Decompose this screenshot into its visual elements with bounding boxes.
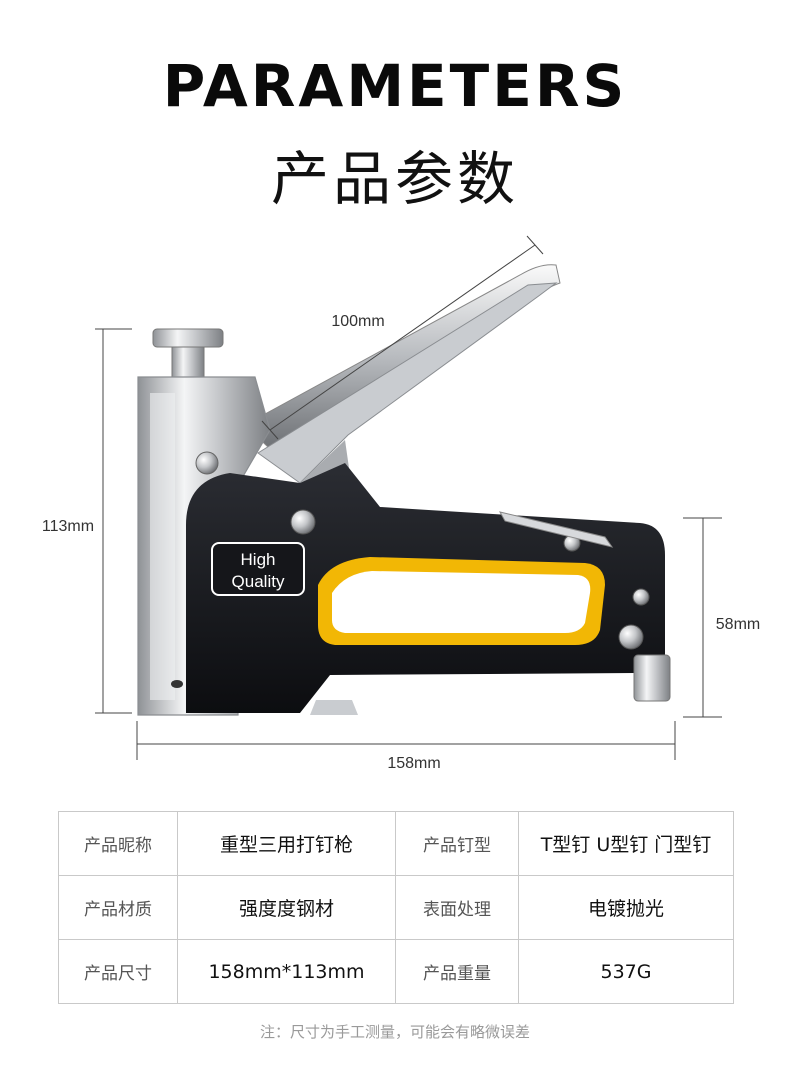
spec-value: T型钉 U型钉 门型钉 — [518, 811, 734, 876]
title-english: PARAMETERS — [162, 52, 628, 120]
staple-gun-figure: High Quality 100mm 113mm 58mm 158mm — [42, 235, 760, 772]
spec-label: 产品昵称 — [58, 811, 178, 876]
spec-value: 158mm*113mm — [177, 939, 396, 1004]
dim-label-rear-height: 58mm — [716, 616, 760, 633]
dim-label-height: 113mm — [42, 518, 94, 535]
measurement-note: 注：尺寸为手工测量，可能会有略微误差 — [259, 1023, 530, 1041]
black-body — [186, 463, 671, 715]
spec-label: 产品材质 — [58, 875, 178, 940]
badge-line-2: Quality — [232, 572, 285, 591]
dimension-lines — [95, 235, 722, 760]
spec-label: 产品钉型 — [395, 811, 519, 876]
spec-label: 表面处理 — [395, 875, 519, 940]
dim-label-handle: 100mm — [331, 313, 384, 330]
spec-value: 强度度钢材 — [177, 875, 396, 940]
spec-value: 重型三用打钉枪 — [177, 811, 396, 876]
table-row: 产品昵称 重型三用打钉枪 产品钉型 T型钉 U型钉 门型钉 — [58, 811, 734, 876]
handle-lever — [244, 264, 561, 515]
title-chinese: 产品参数 — [270, 145, 519, 213]
adjustment-knob — [152, 328, 224, 382]
table-row: 产品尺寸 158mm*113mm 产品重量 537G — [58, 939, 734, 1004]
spec-value: 537G — [518, 939, 734, 1004]
spec-label: 产品重量 — [395, 939, 519, 1004]
spec-value: 电镀抛光 — [518, 875, 734, 940]
spec-table: 产品昵称 重型三用打钉枪 产品钉型 T型钉 U型钉 门型钉 产品材质 强度度钢材… — [58, 811, 734, 1004]
dim-label-length: 158mm — [387, 755, 440, 772]
badge-line-1: High — [241, 550, 276, 569]
spec-label: 产品尺寸 — [58, 939, 178, 1004]
high-quality-badge: High Quality — [211, 542, 305, 596]
table-row: 产品材质 强度度钢材 表面处理 电镀抛光 — [58, 875, 734, 940]
